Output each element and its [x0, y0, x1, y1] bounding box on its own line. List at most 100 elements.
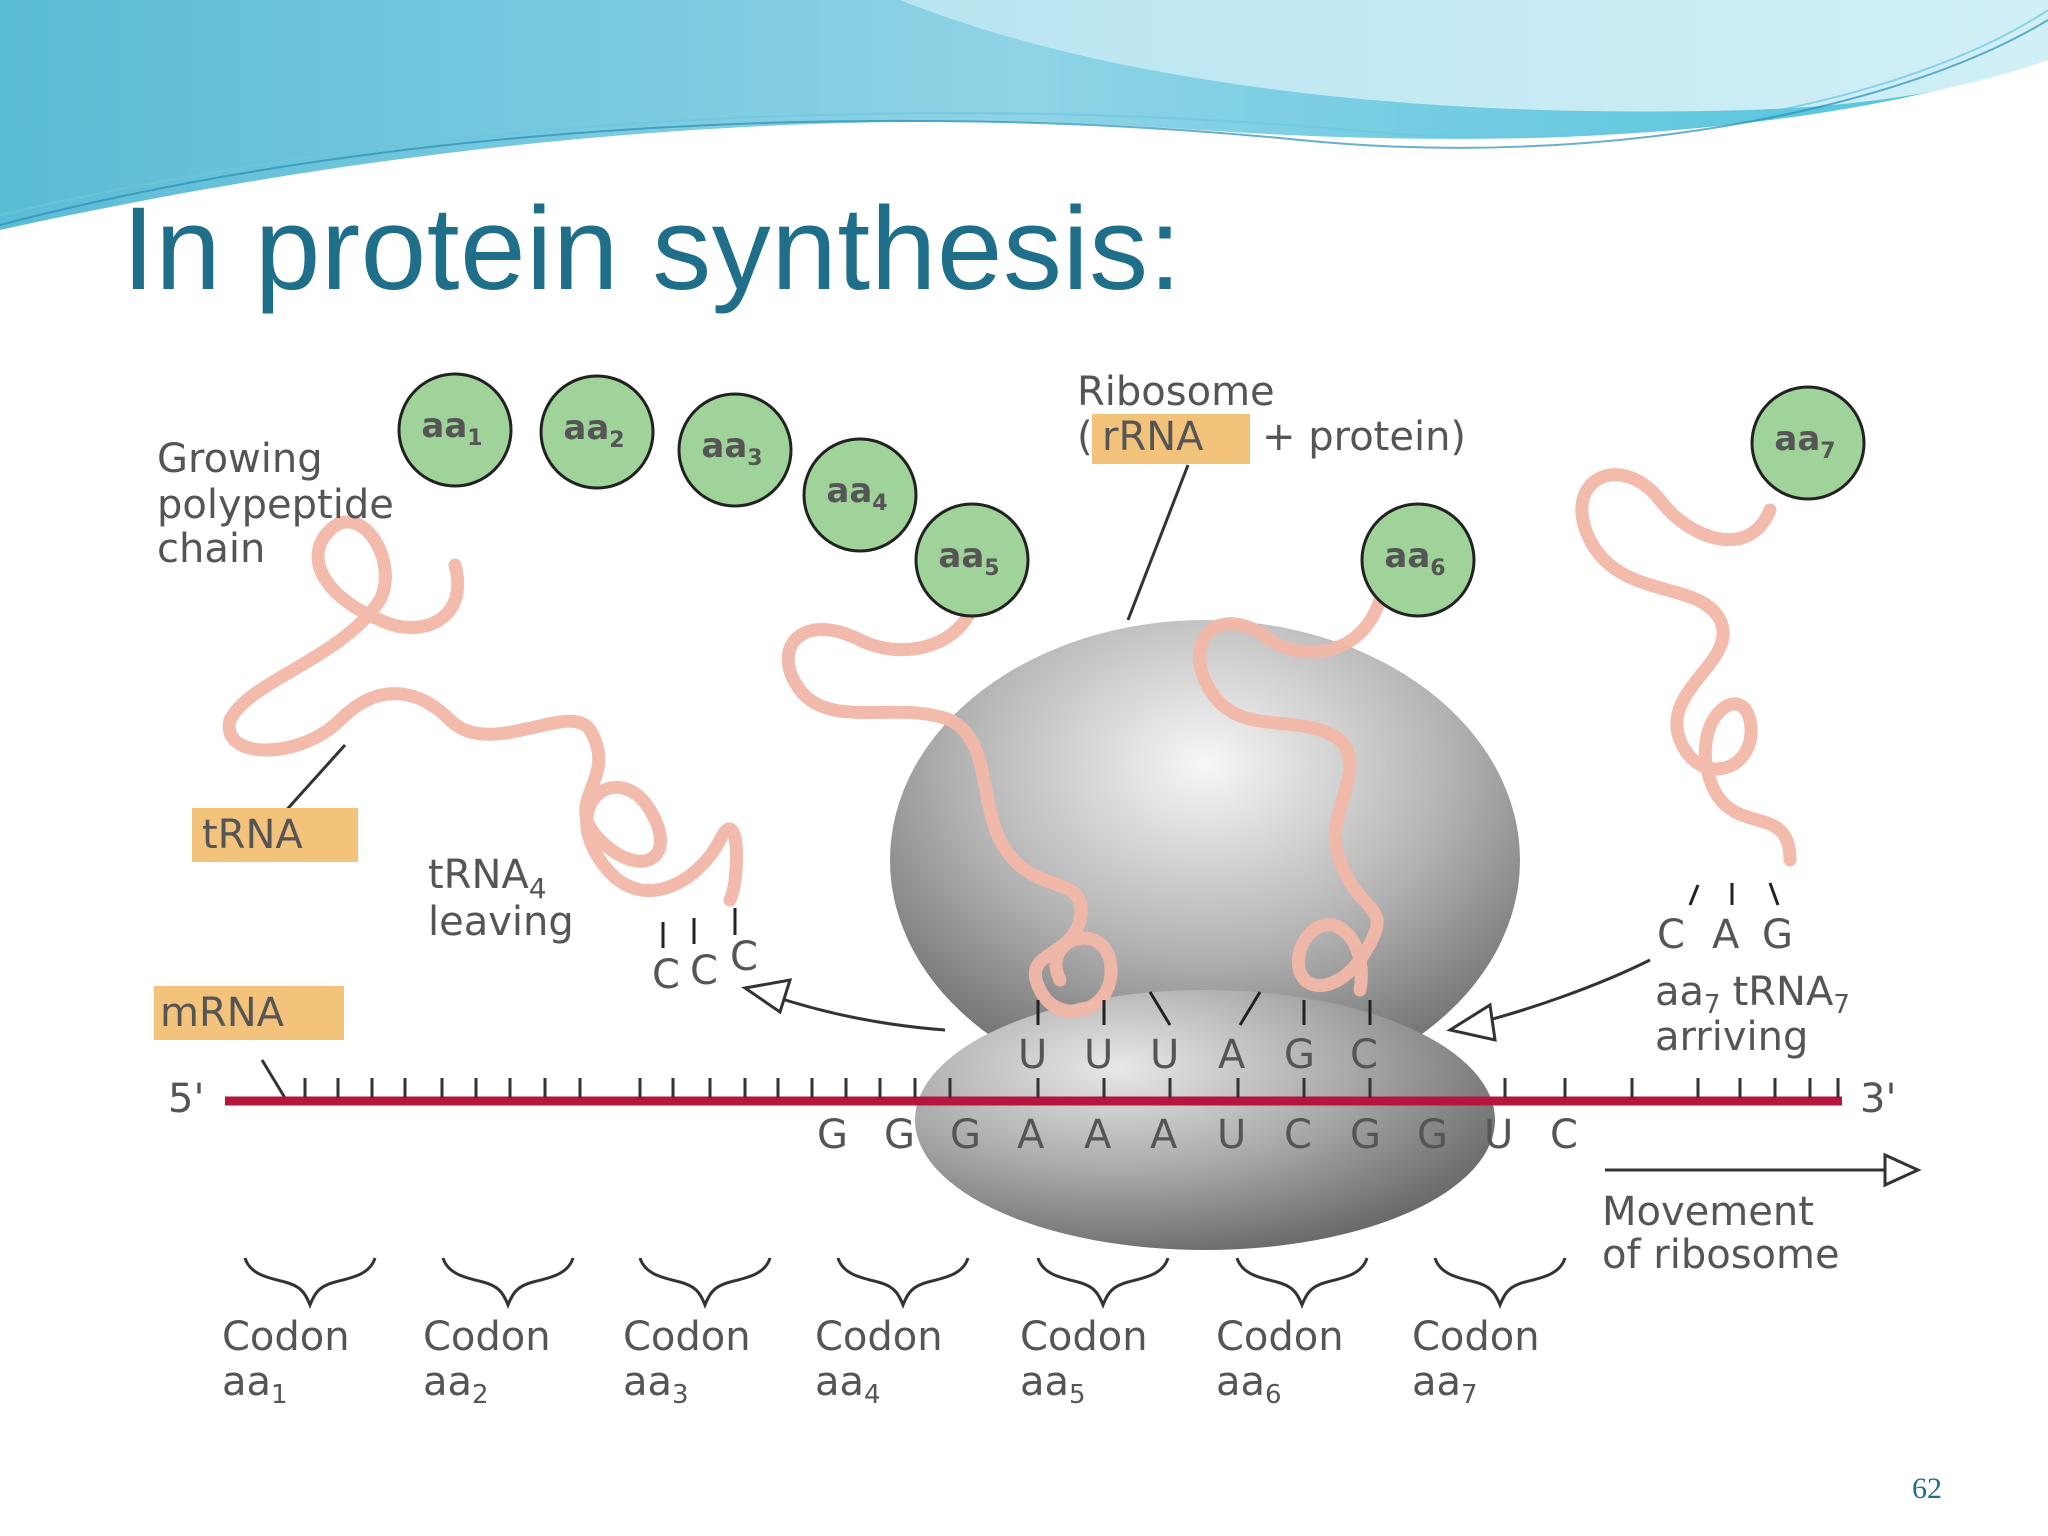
amino-acid-aa6: aa6 [1360, 502, 1476, 618]
trna5-shape [781, 593, 1118, 1018]
ribosome-anticodon-stems [1036, 991, 1372, 1026]
svg-text:Codon: Codon [1216, 1314, 1344, 1360]
amino-acid-aa1: aa1 [397, 372, 513, 488]
codon-braces [243, 1257, 1567, 1310]
mrna-tag: mRNA [160, 990, 285, 1036]
five-prime-label: 5' [168, 1076, 204, 1122]
svg-text:G: G [1417, 1112, 1448, 1158]
codon-label-5: Codon aa5 [1020, 1314, 1148, 1410]
ribosome-pointer-line [1126, 464, 1190, 621]
slide-title: In protein synthesis: [122, 183, 1182, 315]
arriving-anticodon-base-2: A [1712, 912, 1740, 958]
rrna-highlight [1092, 414, 1250, 464]
trna-pointer-line [280, 743, 347, 817]
three-prime-label: 3' [1860, 1076, 1896, 1122]
svg-text:aa3: aa3 [623, 1359, 689, 1410]
svg-text:aa7: aa7 [1774, 419, 1835, 464]
svg-text:G: G [1350, 1112, 1381, 1158]
svg-text:aa5: aa5 [1020, 1359, 1086, 1410]
growing-chain-label: Growing polypeptide chain [157, 436, 407, 572]
codon-label-4: Codon aa4 [815, 1314, 943, 1410]
mrna-tag-highlight [154, 986, 344, 1040]
codon-label-1: Codon aa1 [222, 1314, 350, 1410]
svg-text:G: G [950, 1112, 981, 1158]
codon-label-3: Codon aa3 [623, 1314, 751, 1410]
arriving-anticodon-base-1: C [1657, 912, 1685, 958]
leaving-anticodon [661, 908, 737, 948]
svg-text:aa6: aa6 [1216, 1359, 1282, 1410]
svg-text:Codon: Codon [815, 1314, 943, 1360]
trna-tag: tRNA [202, 812, 303, 858]
svg-text:A: A [1084, 1112, 1112, 1158]
trna4-leaving-shape [222, 515, 744, 907]
svg-text:aa1: aa1 [421, 406, 482, 451]
svg-text:aa4: aa4 [826, 471, 887, 516]
svg-text:U: U [1484, 1112, 1513, 1158]
amino-acid-aa7: aa7 [1750, 385, 1866, 501]
page-number: 62 [1912, 1472, 1942, 1505]
svg-text:aa5: aa5 [938, 536, 999, 581]
ribosome-anticodon-2: U [1084, 1032, 1113, 1078]
svg-text:Codon: Codon [623, 1314, 751, 1360]
svg-text:G: G [817, 1112, 848, 1158]
movement-label: Movement of ribosome [1602, 1189, 1840, 1278]
leaving-anticodon-base-1: C [652, 952, 680, 998]
svg-text:aa4: aa4 [815, 1359, 881, 1410]
svg-text:aa6: aa6 [1384, 536, 1445, 581]
ribosome-small-subunit [915, 990, 1495, 1250]
ribosome-anticodon-4: A [1218, 1032, 1246, 1078]
mrna-strand [225, 1078, 1842, 1106]
codon-labels: Codon aa1 Codon aa2 Codon aa3 Codon aa4 … [222, 1314, 1540, 1410]
amino-acid-aa4: aa4 [802, 437, 918, 553]
svg-text:G: G [884, 1112, 915, 1158]
rrna-tag: rRNA [1102, 414, 1204, 460]
svg-text:aa3: aa3 [701, 426, 762, 471]
header-wave-decoration [0, 0, 2048, 230]
entry-arrowhead [1446, 1002, 1497, 1042]
amino-acid-aa2: aa2 [539, 374, 655, 490]
ribosome-anticodon-1: U [1018, 1032, 1047, 1078]
svg-text:A: A [1017, 1112, 1045, 1158]
svg-text:aa2: aa2 [423, 1359, 489, 1410]
svg-text:U: U [1217, 1112, 1246, 1158]
trna4-leaving-label: tRNA4 leaving [428, 852, 574, 945]
svg-text:C: C [1284, 1112, 1312, 1158]
leaving-anticodon-base-2: C [690, 948, 718, 994]
codon-label-2: Codon aa2 [423, 1314, 551, 1410]
trna7-arriving-shape [1575, 468, 1797, 867]
codon-label-7: Codon aa7 [1412, 1314, 1540, 1410]
arriving-anticodon-base-3: G [1762, 912, 1793, 958]
svg-text:Codon: Codon [1412, 1314, 1540, 1360]
mrna-sequence: G G G A A A U C G G U C [817, 1112, 1578, 1158]
svg-text:Codon: Codon [423, 1314, 551, 1360]
amino-acid-aa5: aa5 [914, 502, 1030, 618]
ribosome-anticodon-5: G [1284, 1032, 1315, 1078]
exit-arrowhead [741, 978, 793, 1015]
svg-text:C: C [1550, 1112, 1578, 1158]
codon-label-6: Codon aa6 [1216, 1314, 1344, 1410]
svg-text:A: A [1150, 1112, 1178, 1158]
svg-text:Codon: Codon [222, 1314, 350, 1360]
trna-tag-highlight [192, 808, 358, 862]
trna6-shape [1193, 593, 1387, 997]
ribosome-anticodon-6: C [1350, 1032, 1378, 1078]
amino-acid-aa3: aa3 [677, 392, 793, 508]
leaving-anticodon-base-3: C [730, 934, 758, 980]
ribosome-label: Ribosome [1077, 369, 1275, 415]
mrna-pointer-line [260, 1059, 287, 1099]
svg-text:Codon: Codon [1020, 1314, 1148, 1360]
svg-text:aa2: aa2 [563, 408, 624, 453]
ribosome-label-open-paren: ( [1077, 414, 1093, 460]
svg-text:aa1: aa1 [222, 1359, 288, 1410]
entry-arrow [1469, 958, 1651, 1027]
svg-text:aa7: aa7 [1412, 1359, 1478, 1410]
mrna-ticks [303, 1078, 1840, 1098]
ribosome-anticodon-3: U [1150, 1032, 1179, 1078]
movement-arrowhead [1883, 1152, 1922, 1188]
arriving-anticodon-stems [1688, 882, 1780, 906]
ribosome-label-rest: + protein) [1262, 414, 1466, 460]
exit-arrow [769, 993, 946, 1032]
amino-acids: aa1 aa2 aa3 aa4 aa5 aa6 aa7 [397, 372, 1866, 618]
